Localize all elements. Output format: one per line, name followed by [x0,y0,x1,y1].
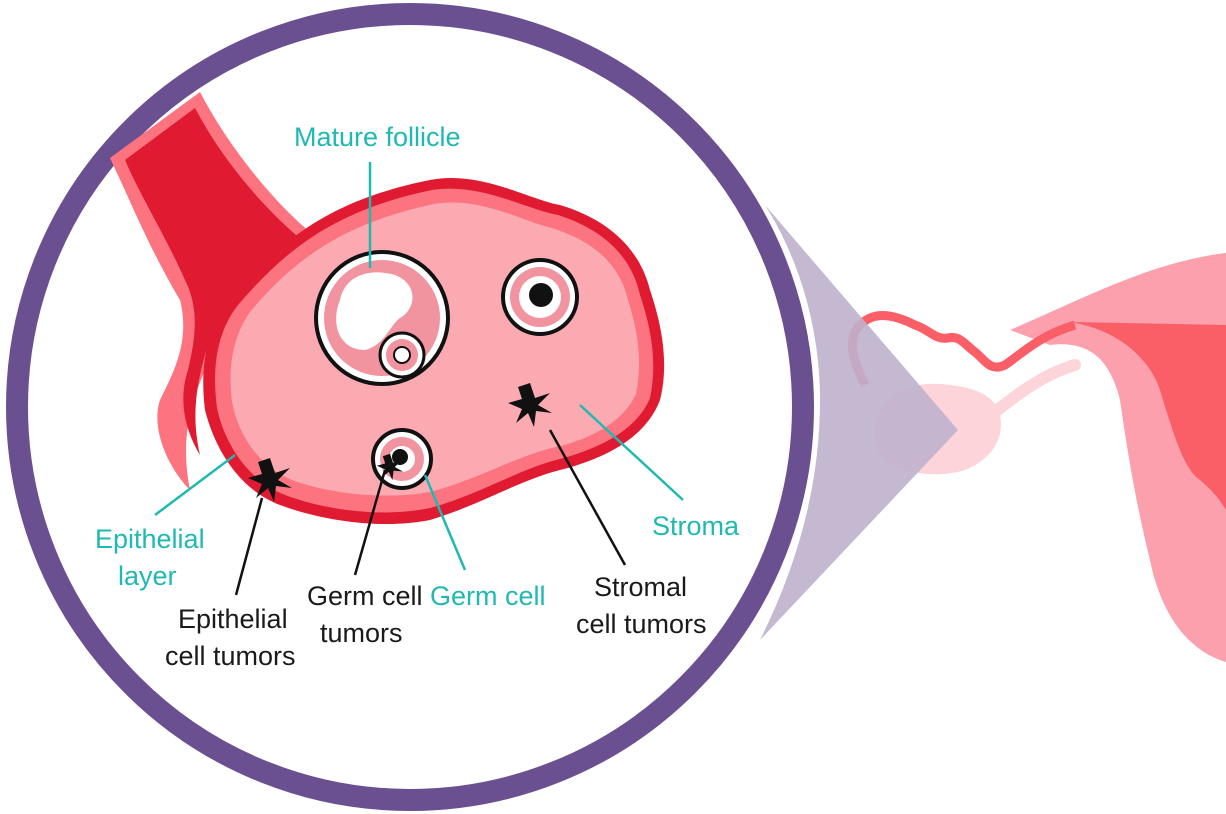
label-germ-tumors-1: Germ cell [307,581,423,611]
tumor-star [248,383,552,502]
label-germ-tumors-2: tumors [320,618,403,648]
label-stromal-tumors-1: Stromal [594,572,687,602]
zoom-cone [760,205,958,640]
label-stroma: Stroma [652,511,740,541]
ovary-cross-section [203,177,665,525]
label-germ-cell: Germ cell [430,581,546,611]
label-epithelial-layer-2: layer [118,561,177,591]
label-epithelial-tumors-2: cell tumors [165,641,296,671]
blood-vessel [110,92,320,490]
label-mature-follicle: Mature follicle [294,122,461,152]
label-epithelial-tumors-1: Epithelial [178,604,288,634]
leader-lines [154,162,684,596]
antrum [336,272,413,350]
label-epithelial-layer-1: Epithelial [95,524,205,554]
label-stromal-tumors-2: cell tumors [576,609,707,639]
uterus-cavity [1070,322,1226,510]
